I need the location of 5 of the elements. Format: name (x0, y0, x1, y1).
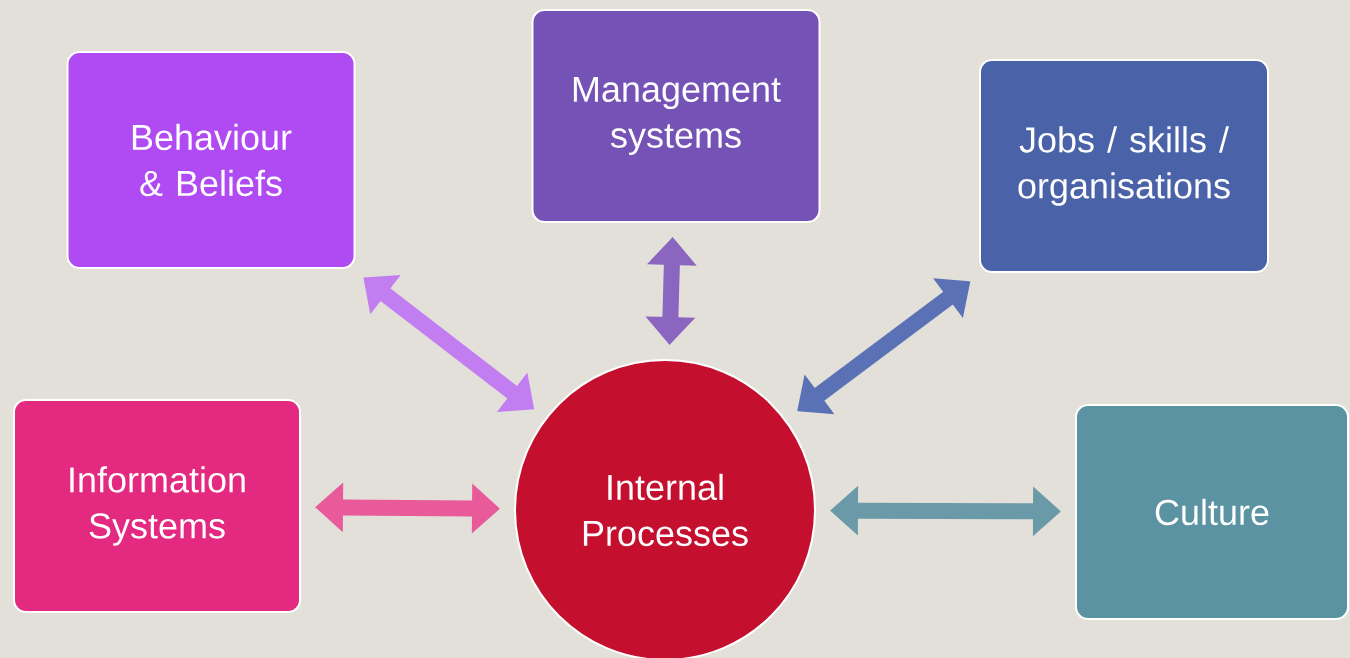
rounded-box: Behaviour & Beliefs (66, 51, 356, 269)
rounded-box: Management systems (531, 9, 821, 223)
rounded-box: Information Systems (13, 399, 301, 613)
rounded-box: Jobs / skills / organisations (979, 59, 1269, 273)
rounded-box: Culture (1075, 404, 1349, 620)
